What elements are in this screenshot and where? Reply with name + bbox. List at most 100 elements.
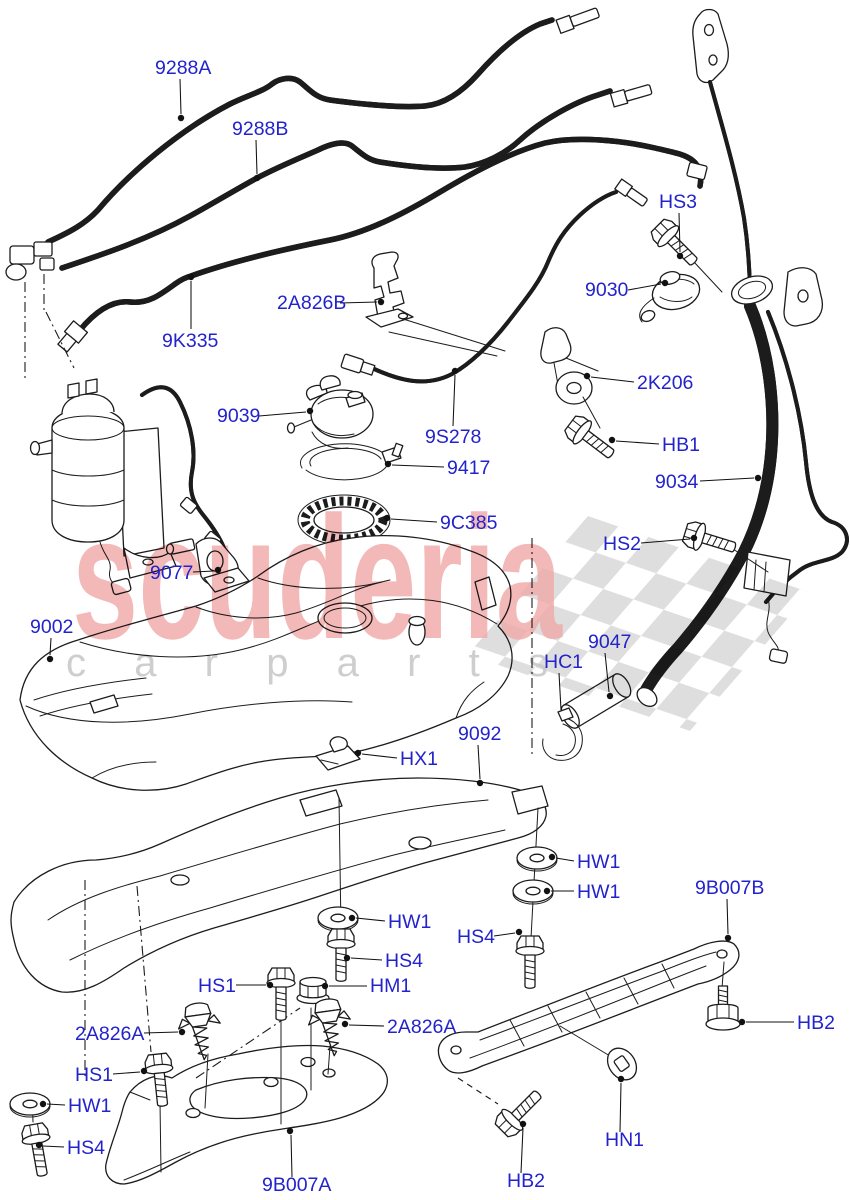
label: HS3 <box>659 191 697 213</box>
callout-9092: 9092 <box>458 723 501 787</box>
leader <box>678 212 681 253</box>
label: 9C385 <box>440 512 498 534</box>
callout-9417: 9417 <box>384 457 490 479</box>
leader <box>192 570 215 573</box>
dot <box>451 367 459 375</box>
part-fuel-tank-9002 <box>19 534 513 791</box>
leader <box>290 1134 293 1178</box>
leader <box>348 1024 385 1027</box>
leader <box>604 652 610 693</box>
dot <box>348 914 356 922</box>
part-fuel-cap-9030 <box>639 271 701 323</box>
part-strap-9B007B <box>437 940 740 1074</box>
label: 2A826A <box>75 1023 144 1045</box>
dot <box>187 273 195 281</box>
leader <box>555 857 575 862</box>
dot <box>384 460 392 468</box>
dot <box>214 566 222 574</box>
label: 2K206 <box>637 372 693 394</box>
leader <box>42 1145 65 1148</box>
part-bolt-HS4-3 <box>19 1121 57 1179</box>
label: HB2 <box>797 1012 835 1034</box>
label: 9288B <box>232 118 288 140</box>
callout-9047: 9047 <box>588 631 631 700</box>
label: 9K335 <box>162 330 219 352</box>
callout-9C385: 9C385 <box>383 512 498 534</box>
leader <box>179 78 182 115</box>
leader <box>49 637 52 656</box>
dot <box>177 114 185 122</box>
dot <box>306 407 314 415</box>
part-bolt-HB2-2 <box>491 1082 550 1141</box>
leader <box>391 464 445 468</box>
label: HN1 <box>605 1129 644 1151</box>
callout-HX1: HX1 <box>354 748 438 770</box>
dot <box>476 779 484 787</box>
dot <box>46 655 54 663</box>
part-shield-9B007A <box>105 1044 389 1185</box>
dot <box>321 982 329 990</box>
dot <box>515 928 523 936</box>
callout-HM1: HM1 <box>321 975 411 997</box>
callout-2A826A-1: 2A826A <box>75 1023 186 1045</box>
part-bolt-HS4-2 <box>326 928 356 982</box>
dot <box>676 252 684 260</box>
callout-HW1-2: HW1 <box>543 881 620 903</box>
dot <box>608 436 616 444</box>
dot <box>383 514 391 522</box>
part-heat-shield-9092 <box>10 777 549 993</box>
dot <box>583 372 591 380</box>
callout-HB1: HB1 <box>608 434 700 456</box>
callout-9K335: 9K335 <box>162 273 219 352</box>
watermark-tagline-text: c a r p a r t s <box>66 641 548 685</box>
checkered-flag-watermark <box>467 516 811 731</box>
dot <box>140 1067 148 1075</box>
dot <box>341 1020 349 1028</box>
callout-2A826B: 2A826B <box>277 292 385 314</box>
callout-HS4-3: HS4 <box>35 1137 105 1159</box>
label: 2A826A <box>387 1016 456 1038</box>
callout-HW1-3: HW1 <box>348 911 431 933</box>
label: 9B007A <box>262 1174 331 1196</box>
dot <box>724 934 732 942</box>
callout-HS4-2: HS4 <box>343 950 423 972</box>
part-clip-HX1 <box>315 736 361 771</box>
label: 9039 <box>217 405 260 427</box>
leader <box>640 538 691 544</box>
callout-9030: 9030 <box>585 279 669 301</box>
callout-HW1-1: HW1 <box>548 851 620 873</box>
callout-9B007B: 9B007B <box>695 877 764 942</box>
leader <box>339 301 378 304</box>
part-clamp-HC1 <box>542 707 583 761</box>
label: HM1 <box>370 975 411 997</box>
leader <box>520 1127 524 1174</box>
leader <box>390 518 438 523</box>
label: HW1 <box>388 911 431 933</box>
part-bracket-2A826B <box>365 251 414 328</box>
callout-9S278: 9S278 <box>425 367 481 448</box>
leader <box>627 283 662 291</box>
dot <box>286 1127 294 1135</box>
dot <box>377 298 385 306</box>
label: HS4 <box>67 1137 105 1159</box>
callout-HB2-1: HB2 <box>738 1012 835 1034</box>
label: HB1 <box>662 434 700 456</box>
label: HS1 <box>198 975 236 997</box>
leader <box>46 1103 66 1106</box>
label: HS1 <box>75 1064 113 1086</box>
callout-HB2-2: HB2 <box>507 1120 545 1192</box>
callouts: 9288A 9288B HS3 9030 2A826B 9K335 <box>30 57 835 1196</box>
label: 9B007B <box>695 877 764 899</box>
callout-HS2: HS2 <box>603 533 698 555</box>
leader <box>361 753 398 759</box>
dot <box>661 279 669 287</box>
dot <box>690 534 698 542</box>
label: HS4 <box>385 950 423 972</box>
dot <box>35 1141 43 1149</box>
part-lock-ring-9417 <box>299 442 404 481</box>
dot <box>617 1075 625 1083</box>
part-elbow-fitting <box>5 241 55 281</box>
leader <box>350 957 383 961</box>
leader <box>143 1031 179 1034</box>
